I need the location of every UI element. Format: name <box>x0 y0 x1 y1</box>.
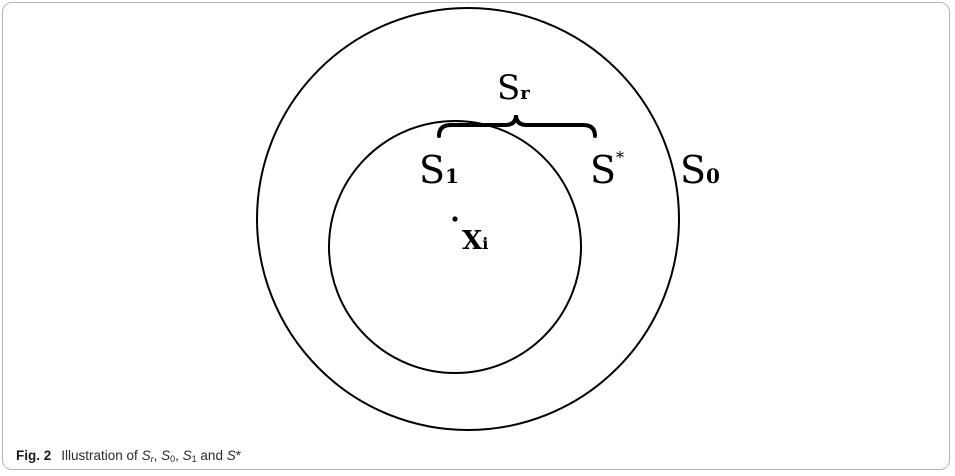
label-s-r-sub: r <box>520 83 530 104</box>
figure-number: Fig. 2 <box>16 448 52 463</box>
label-s-1-main: S <box>419 148 445 192</box>
caption-s-star: S <box>226 448 236 463</box>
label-x-i: Xi <box>462 226 488 256</box>
label-s-r: Sr <box>497 68 530 108</box>
label-x-i-main: X <box>462 226 483 256</box>
label-x-i-sub: i <box>482 234 488 253</box>
outer-circle <box>256 7 680 431</box>
caption-s-r: Sr <box>141 448 154 464</box>
inner-circle <box>328 120 582 374</box>
label-s-star: S* <box>590 148 624 192</box>
label-s-star-main: S <box>590 148 616 192</box>
label-s-0-main: S <box>680 148 706 192</box>
label-s-star-sup: * <box>616 148 624 167</box>
label-s-r-main: S <box>497 68 520 108</box>
caption-text: Illustration of <box>61 448 142 463</box>
caption-s-0: S <box>161 448 171 463</box>
diagram: Sr S1 S* S0 Xi <box>256 7 720 431</box>
label-s-0-sub: 0 <box>706 164 720 188</box>
curly-brace <box>437 114 597 138</box>
label-s-1: S1 <box>419 148 459 192</box>
center-point <box>452 216 458 222</box>
label-s-1-sub: 1 <box>445 164 459 188</box>
label-s-0: S0 <box>680 148 720 192</box>
caption-s-1: S <box>182 448 192 463</box>
